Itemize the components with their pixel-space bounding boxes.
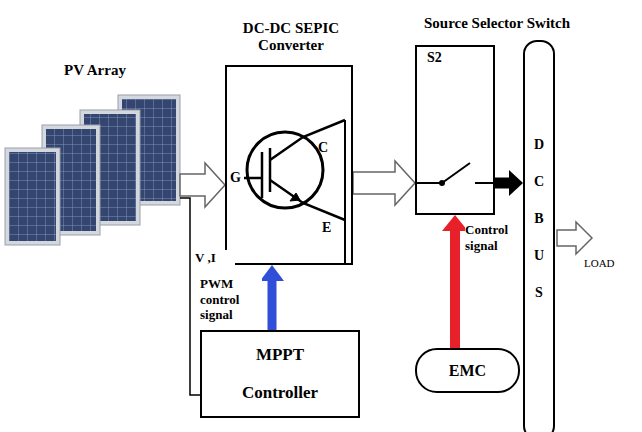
power-flow-arrow xyxy=(180,163,225,207)
igbt-symbol xyxy=(244,120,345,265)
node-text: MPPT Controller xyxy=(233,336,328,412)
solar-panels xyxy=(5,95,180,245)
node-text: D C B U S xyxy=(532,126,546,311)
edge-label: PWM control signal xyxy=(200,276,262,323)
power-flow-arrow xyxy=(353,161,415,205)
connector-line xyxy=(450,230,460,348)
edge-label: V ,I xyxy=(195,250,235,266)
edge-label: Control signal xyxy=(465,222,521,253)
load-arrow xyxy=(557,222,592,254)
switch-symbol xyxy=(415,163,495,185)
gate-pin: G xyxy=(230,170,241,187)
node-heading: PV Array xyxy=(40,62,150,79)
emc-box: EMC xyxy=(415,348,520,393)
switch-box: Source Selector Switch xyxy=(415,45,495,215)
connector-line xyxy=(268,280,277,330)
dc-bus: D C B U S xyxy=(523,40,555,432)
node-text: EMC xyxy=(449,361,486,381)
hollow-arrow-shape xyxy=(353,161,415,205)
controller-box: MPPT Controller xyxy=(200,330,360,418)
pv-array: PV Array xyxy=(5,95,180,245)
load-label: LOAD xyxy=(584,257,615,270)
arrow-head xyxy=(509,170,523,196)
connector-line xyxy=(180,198,200,395)
bus-feed-arrow xyxy=(495,170,523,196)
node-heading: DC-DC SEPIC Converter xyxy=(216,20,366,55)
switch-name: S2 xyxy=(427,50,442,67)
connector-line xyxy=(495,178,510,189)
hollow-arrow-shape xyxy=(180,163,225,207)
pwm-arrow xyxy=(260,265,284,330)
emitter-pin: E xyxy=(322,220,331,237)
converter-box: DC-DC SEPIC Converter xyxy=(225,65,353,265)
node-heading: Source Selector Switch xyxy=(392,15,602,32)
collector-pin: C xyxy=(318,140,328,157)
arrow-head xyxy=(260,265,284,281)
sense-line xyxy=(180,198,200,395)
